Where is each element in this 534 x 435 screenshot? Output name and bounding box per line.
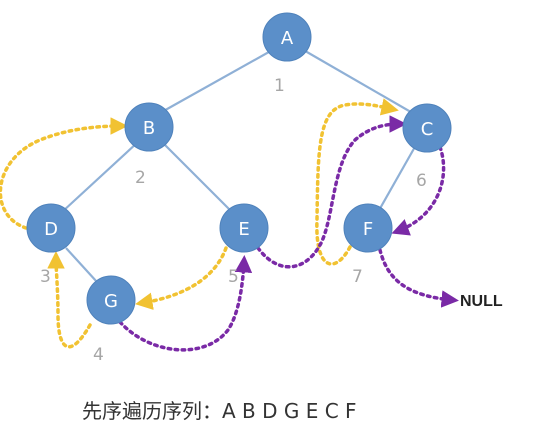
order-number-c: 6 xyxy=(416,171,427,191)
node-a: A xyxy=(262,12,312,62)
thread-f-to-null xyxy=(378,248,459,308)
order-number-b: 2 xyxy=(135,168,146,188)
edge-d-g xyxy=(65,247,98,283)
order-number-a: 1 xyxy=(274,76,285,96)
node-f-label: F xyxy=(363,219,373,240)
edge-c-f xyxy=(377,144,417,213)
node-g: G xyxy=(86,275,136,325)
thread-f-to-c xyxy=(315,98,399,266)
node-f: F xyxy=(343,203,393,253)
thread-g-to-e xyxy=(118,255,253,352)
thread-e-to-g xyxy=(135,246,228,310)
node-b: B xyxy=(124,102,174,152)
thread-d-to-b xyxy=(0,117,128,230)
order-number-d: 3 xyxy=(40,267,51,287)
node-e-label: E xyxy=(238,219,249,240)
order-number-f: 7 xyxy=(352,267,363,287)
node-c-label: C xyxy=(421,119,434,140)
node-b-label: B xyxy=(143,118,155,139)
edge-b-e xyxy=(161,141,233,213)
edge-b-d xyxy=(61,141,139,213)
null-label: NULL xyxy=(460,293,503,310)
node-d: D xyxy=(26,203,76,253)
edge-a-c xyxy=(299,47,417,116)
node-d-label: D xyxy=(44,219,58,240)
node-e: E xyxy=(219,203,269,253)
order-number-e: 5 xyxy=(228,267,239,287)
node-c: C xyxy=(402,103,452,153)
node-g-label: G xyxy=(104,291,118,312)
edge-a-b xyxy=(159,47,277,114)
node-a-label: A xyxy=(281,28,294,49)
thread-g-to-d xyxy=(47,251,92,349)
preorder-sequence-caption: 先序遍历序列：A B D G E C F xyxy=(82,399,357,423)
thread-c-to-f xyxy=(391,145,446,236)
thread-e-to-c xyxy=(256,115,407,269)
order-number-g: 4 xyxy=(93,345,104,365)
